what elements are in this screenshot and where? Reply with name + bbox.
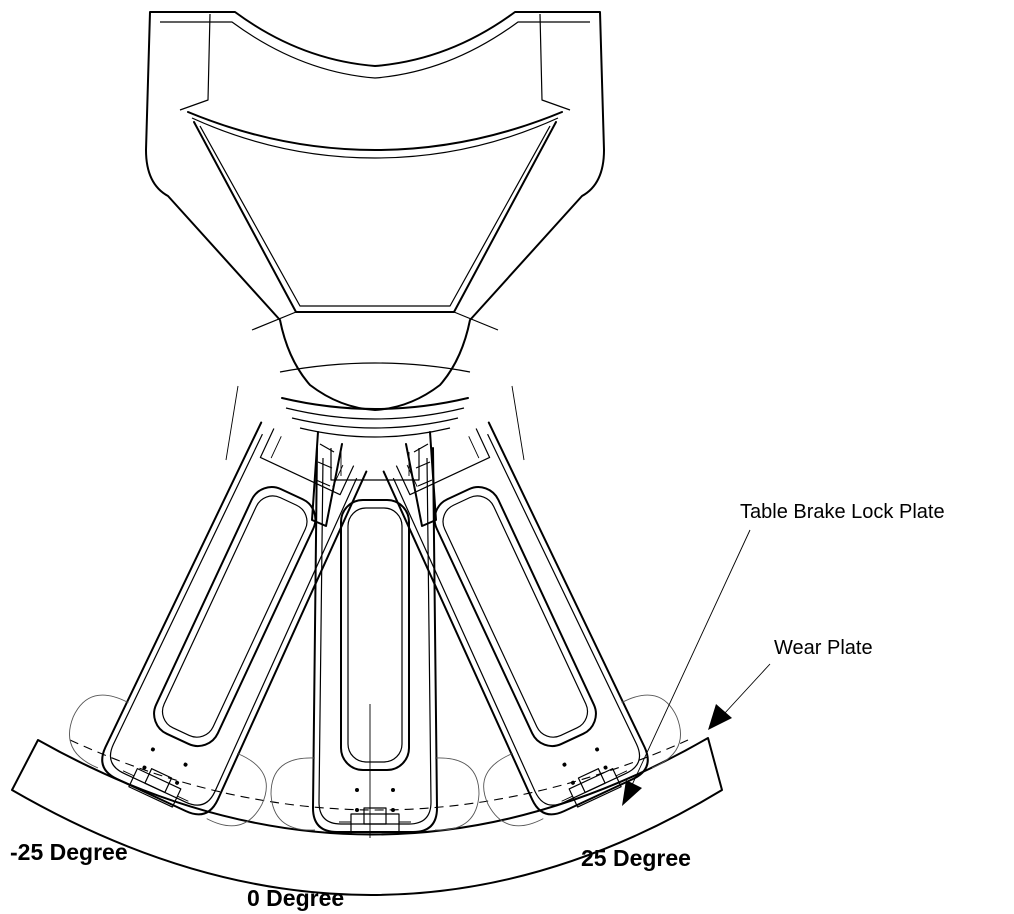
- angle-label-pos-25: 25 Degree: [581, 845, 691, 871]
- table-leg-pos-25: [340, 402, 695, 842]
- table-leg-zero: [270, 447, 480, 835]
- angle-label-zero: 0 Degree: [247, 885, 344, 911]
- brake-lock-callout-arrow: [622, 529, 751, 806]
- brake-lock-label: Table Brake Lock Plate: [740, 501, 945, 523]
- table-leg-neg-25: [55, 402, 410, 842]
- wear-plate-label: Wear Plate: [774, 637, 873, 659]
- wear-plate: [11, 737, 723, 896]
- tabletop-yoke: [145, 11, 605, 461]
- wear-plate-callout-arrow: [708, 663, 771, 730]
- angle-label-neg-25: -25 Degree: [10, 839, 128, 865]
- hinge-brackets: [311, 431, 437, 527]
